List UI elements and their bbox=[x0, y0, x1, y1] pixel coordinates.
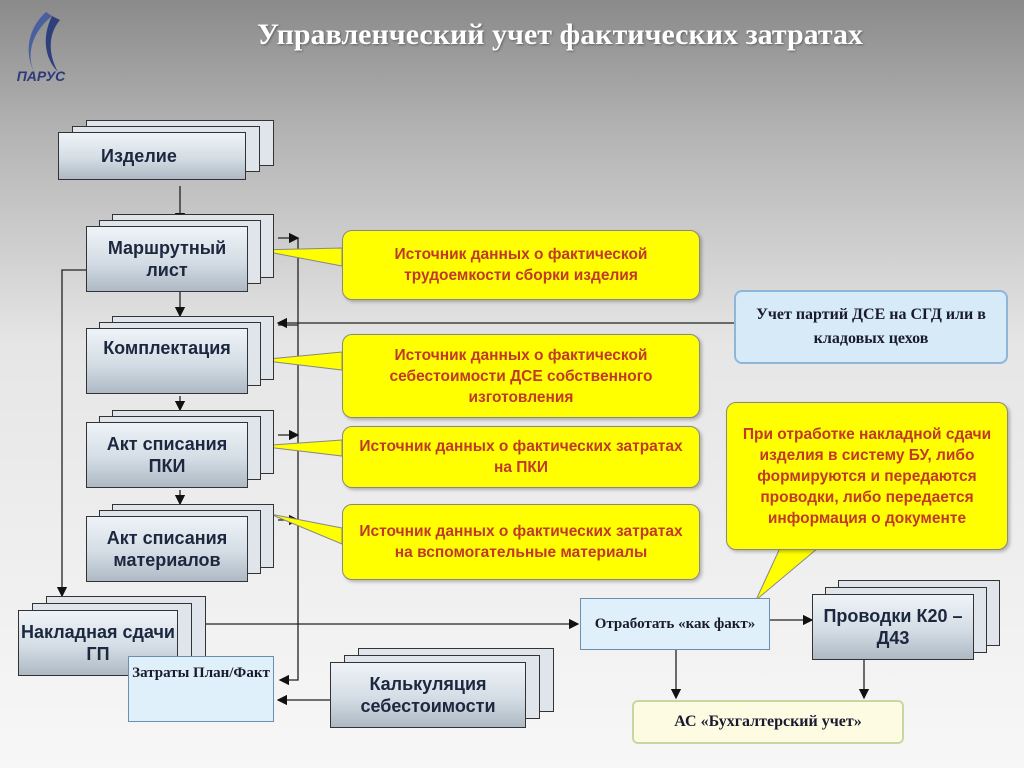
page-title: Управленческий учет фактических затратах bbox=[257, 18, 863, 51]
node-akt-mat: Акт списания материалов bbox=[86, 504, 276, 584]
node-as-buh: АС «Бухгалтерский учет» bbox=[632, 700, 904, 744]
callout-sebestoimost-dse: Источник данных о фактической себестоимо… bbox=[342, 334, 700, 418]
callout-trudoemkost: Источник данных о фактической трудоемкос… bbox=[342, 230, 700, 300]
node-akt-pki: Акт списания ПКИ bbox=[86, 410, 276, 490]
node-izdelie-label: Изделие bbox=[58, 132, 246, 180]
node-kalkulyaciya: Калькуляция себестоимости bbox=[330, 648, 556, 730]
node-otrabotat: Отработать «как факт» bbox=[580, 598, 770, 650]
logo-text: ПАРУС bbox=[16, 68, 66, 84]
node-akt-mat-label: Акт списания материалов bbox=[86, 516, 248, 582]
callout-materialy: Источник данных о фактических затратах н… bbox=[342, 504, 700, 580]
node-provodki: Проводки К20 – Д43 bbox=[812, 580, 1002, 664]
arrow-right-bus bbox=[278, 238, 299, 686]
node-komplekt: Комплектация bbox=[86, 316, 276, 396]
arrow-left-bus bbox=[56, 269, 86, 598]
node-komplekt-label: Комплектация bbox=[86, 328, 248, 394]
callout-otrabotka: При отработке накладной сдачи изделия в … bbox=[726, 402, 1008, 550]
parus-logo-icon bbox=[28, 12, 60, 72]
node-marshrut: Маршрутный лист bbox=[86, 214, 276, 294]
node-zatraty: Затраты План/Факт bbox=[128, 656, 274, 722]
node-kalkulyaciya-label: Калькуляция себестоимости bbox=[330, 662, 526, 728]
node-izdelie: Изделие bbox=[58, 120, 276, 190]
node-akt-pki-label: Акт списания ПКИ bbox=[86, 422, 248, 488]
node-provodki-label: Проводки К20 – Д43 bbox=[812, 594, 974, 660]
node-marshrut-label: Маршрутный лист bbox=[86, 226, 248, 292]
callout-zatraty-pki: Источник данных о фактических затратах н… bbox=[342, 426, 700, 488]
node-uchet-partiy: Учет партий ДСЕ на СГД или в кладовых це… bbox=[734, 290, 1008, 364]
